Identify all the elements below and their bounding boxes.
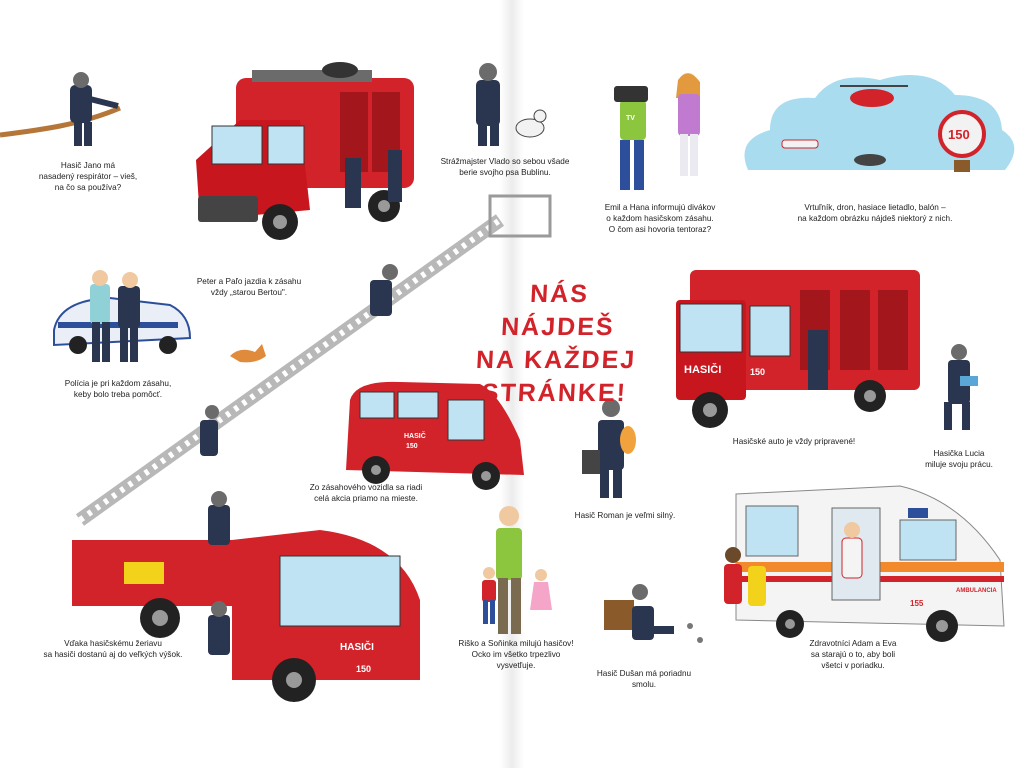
caption-roman: Hasič Roman je veľmi silný. [574, 511, 676, 520]
caption-paramedics: Zdravotníci Adam a Eva sa starajú o to, … [809, 639, 897, 670]
svg-text:155: 155 [910, 599, 924, 608]
aircraft-cloud-illustration: 150 [744, 75, 1015, 172]
police-car-officers-illustration [53, 270, 192, 362]
svg-text:150: 150 [356, 664, 371, 674]
tv-crew-emil-hana-illustration: TV [614, 73, 700, 190]
svg-text:150: 150 [406, 443, 418, 450]
svg-text:150: 150 [750, 367, 765, 377]
ambulance-illustration: AMBULANCIA 155 [724, 485, 1005, 642]
caption-peter-palo: Peter a Paľo jazdia k zásahu vždy „staro… [196, 277, 302, 297]
firefighter-jano-illustration [0, 72, 121, 146]
caption-aircraft: Vrtuľník, dron, hasiace lietadlo, balón … [797, 203, 953, 223]
firefighter-dusan-illustration [604, 584, 703, 643]
headline: NÁS NÁJDEŠ NA KAŽDEJ STRÁNKE! [475, 280, 637, 407]
svg-text:HASIČ: HASIČ [404, 431, 426, 440]
svg-text:HASIČI: HASIČI [340, 640, 374, 653]
svg-text:150: 150 [948, 127, 970, 142]
svg-text:AMBULANCIA: AMBULANCIA [956, 588, 997, 594]
caption-command-car: Zo zásahového vozidla sa riadi celá akci… [309, 483, 423, 503]
risko-family-illustration [482, 506, 552, 634]
caption-jano: Hasič Jano má nasadený respirátor – vieš… [38, 161, 138, 192]
caption-police: Polícia je pri každom zásahu, keby bolo … [64, 379, 172, 399]
caption-vlado: Strážmajster Vlado so sebou všade berie … [440, 157, 570, 177]
caption-emil-hana: Emil a Hana informujú divákov o každom h… [604, 203, 716, 234]
command-car-illustration: HASIČ 150 [346, 381, 524, 490]
hasici-fire-truck-illustration: HASIČI 150 [676, 270, 920, 428]
cat-illustration [230, 344, 266, 363]
caption-risko: Riško a Soňinka milujú hasičov! Ocko im … [458, 639, 574, 670]
old-berta-fire-truck-illustration [196, 62, 414, 240]
svg-text:HASIČI: HASIČI [684, 363, 721, 376]
caption-lucia: Hasička Lucia miluje svoju prácu. [925, 449, 993, 469]
caption-crane: Vďaka hasičskému žeriavu sa hasiči dosta… [43, 639, 183, 659]
caption-truck: Hasičské auto je vždy pripravené! [732, 437, 856, 446]
officer-vlado-dog-illustration [476, 63, 547, 146]
firefighter-roman-illustration [582, 399, 636, 498]
svg-text:TV: TV [626, 115, 635, 122]
firefighter-lucia-illustration [944, 344, 978, 430]
crane-ladder-truck-illustration: HASIČI 150 [72, 194, 552, 702]
caption-dusan: Hasič Dušan má poriadnu smolu. [596, 669, 692, 689]
